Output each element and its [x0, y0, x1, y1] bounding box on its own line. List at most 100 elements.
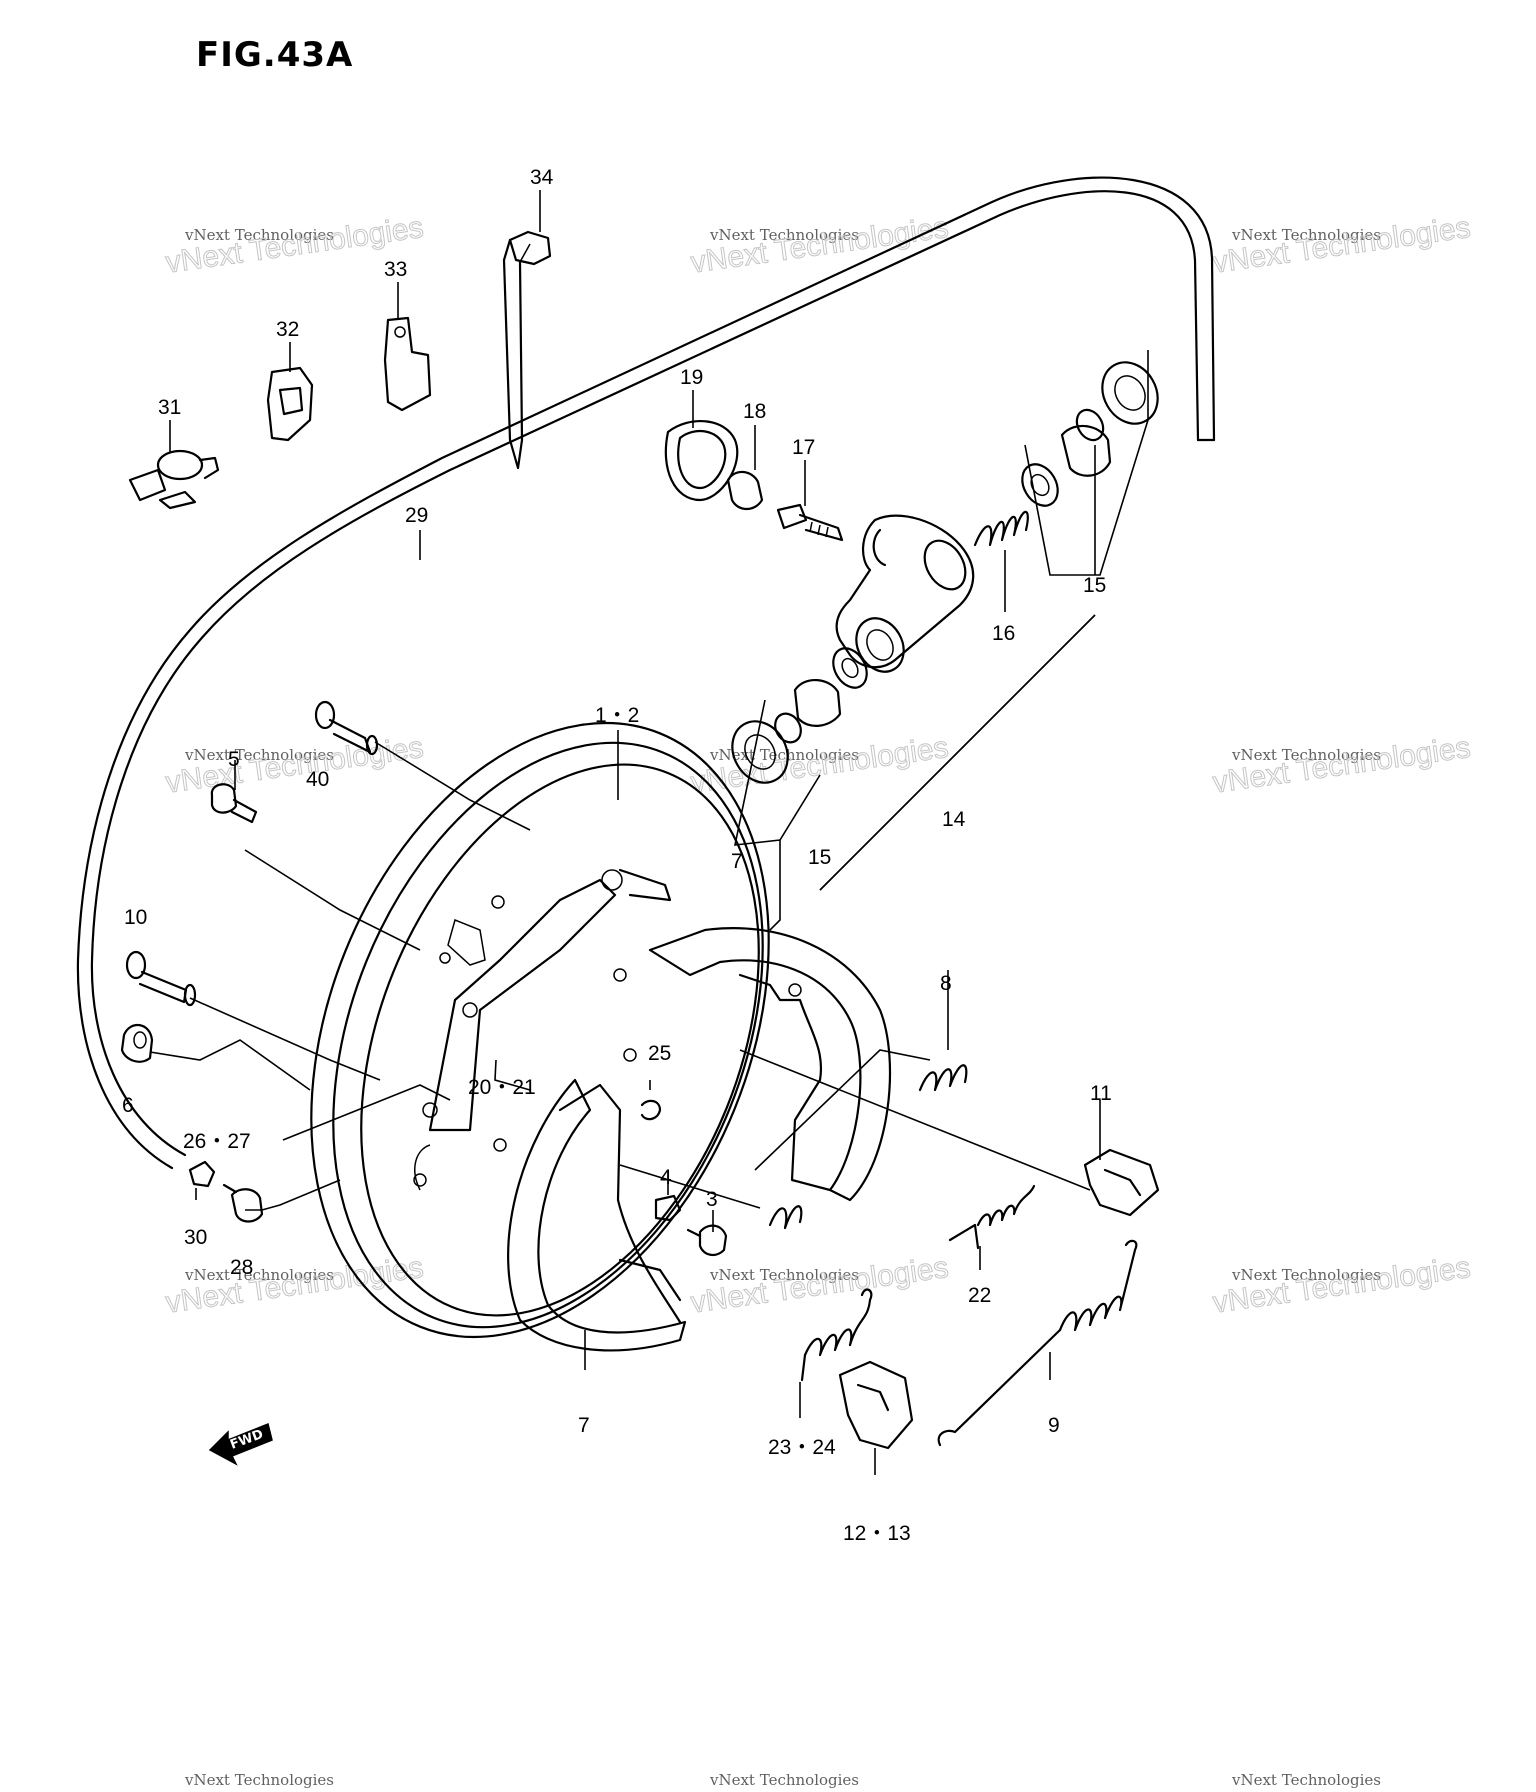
- grommet-6: [120, 1024, 154, 1063]
- brake-shoe-7-upper: [648, 927, 892, 1202]
- strut-20-21: [428, 868, 672, 1132]
- callouts: 34 33 32 31 19 18 17 29 16 15 1・2 5 40 1…: [122, 166, 1112, 1545]
- watermark-line2: vNext Technologies: [1211, 1251, 1473, 1320]
- spring-22: [948, 1184, 1036, 1250]
- watermark: vNext Technologies vNext Technologies: [1210, 210, 1473, 280]
- callout-15-upper: 15: [1083, 574, 1106, 597]
- bolt-5: [210, 783, 258, 824]
- spring-8: [768, 1064, 968, 1230]
- clip-32: [266, 366, 314, 442]
- watermark-line1: vNext Technologies: [709, 1266, 859, 1284]
- callout-19: 19: [680, 366, 703, 389]
- callout-32: 32: [276, 318, 299, 341]
- figure-title: FIG.43A: [196, 35, 353, 75]
- watermark-line1: vNext Technologies: [1231, 226, 1381, 244]
- callout-26-27: 26・27: [183, 1130, 251, 1153]
- bleeder-screw-17: [776, 503, 844, 542]
- callout-1-2: 1・2: [595, 704, 639, 727]
- callout-6: 6: [122, 1094, 134, 1117]
- boot-lower: [731, 720, 789, 784]
- watermark-line2: vNext Technologies: [1211, 211, 1473, 280]
- callout-31: 31: [158, 396, 181, 419]
- watermark-line1: vNext Technologies: [709, 226, 859, 244]
- watermark-line1: vNext Technologies: [1231, 1266, 1381, 1284]
- fwd-arrow: FWD: [208, 1422, 273, 1466]
- bolt-10: [125, 950, 197, 1007]
- bolt-40: [314, 700, 379, 756]
- watermark: vNext Technologies: [184, 1771, 334, 1789]
- callout-7-upper: 7: [731, 850, 743, 873]
- spring-9: [937, 1239, 1138, 1447]
- watermark-line2: vNext Technologies: [689, 1251, 951, 1320]
- brake-shoe-7-lower: [507, 1078, 687, 1352]
- screw-3: [686, 1224, 728, 1256]
- watermark: vNext Technologies vNext Technologies: [1210, 1250, 1473, 1320]
- watermark-line2: vNext Technologies: [1211, 731, 1473, 800]
- clip-30: [188, 1160, 216, 1188]
- callout-16: 16: [992, 622, 1015, 645]
- gasket-19: [664, 420, 739, 502]
- callout-7-lower: 7: [578, 1414, 590, 1437]
- piston-lower: [774, 679, 842, 744]
- callout-11: 11: [1090, 1082, 1112, 1105]
- watermark: vNext Technologies: [1231, 1771, 1381, 1789]
- watermark: vNext Technologies: [709, 1771, 859, 1789]
- callout-28: 28: [230, 1256, 253, 1279]
- watermark-line1: vNext Technologies: [184, 1771, 334, 1789]
- bleeder-cap-18: [726, 470, 764, 511]
- watermarks: vNext Technologies vNext Technologies vN…: [163, 210, 1473, 1789]
- cup-15-lower: [832, 647, 868, 689]
- callout-10: 10: [124, 906, 147, 929]
- spring-16: [973, 510, 1029, 547]
- retainer-12-13: [838, 1360, 914, 1450]
- watermark-line1: vNext Technologies: [184, 1266, 334, 1284]
- watermark: vNext Technologies vNext Technologies: [688, 1250, 951, 1320]
- wheel-cylinder-body: [835, 514, 975, 673]
- watermark-line1: vNext Technologies: [184, 746, 334, 764]
- callout-22: 22: [968, 1284, 991, 1307]
- callout-20-21: 20・21: [468, 1076, 536, 1099]
- cup-15-upper: [1021, 463, 1059, 507]
- callout-15-lower: 15: [808, 846, 831, 869]
- watermark-line1: vNext Technologies: [1231, 746, 1381, 764]
- callout-5: 5: [228, 748, 240, 771]
- callout-9: 9: [1048, 1414, 1060, 1437]
- watermark-line1: vNext Technologies: [709, 1771, 859, 1789]
- watermark-line2: vNext Technologies: [689, 211, 951, 280]
- callout-8: 8: [940, 972, 952, 995]
- spring-23-24: [800, 1288, 873, 1382]
- callout-40: 40: [306, 768, 329, 791]
- callout-4: 4: [660, 1166, 672, 1189]
- callout-14: 14: [942, 808, 966, 831]
- nut-4: [654, 1194, 682, 1222]
- watermark-line1: vNext Technologies: [1231, 1771, 1381, 1789]
- clip-25: [640, 1099, 662, 1121]
- callout-34: 34: [530, 166, 554, 189]
- brake-pipe-29-outer: [76, 176, 1216, 1170]
- callout-18: 18: [743, 400, 766, 423]
- boot-upper: [1101, 361, 1159, 425]
- clamp-34: [502, 230, 552, 470]
- watermark: vNext Technologies vNext Technologies: [688, 210, 951, 280]
- clamp-33: [383, 316, 432, 412]
- fitting-28: [222, 1183, 264, 1223]
- watermark: vNext Technologies vNext Technologies: [1210, 730, 1473, 800]
- callout-12-13: 12・13: [843, 1522, 911, 1545]
- callout-3: 3: [706, 1188, 718, 1211]
- callout-25: 25: [648, 1042, 671, 1065]
- piston-upper: [1060, 408, 1112, 477]
- callout-17: 17: [792, 436, 815, 459]
- brake-pipe-29: [90, 190, 1200, 1157]
- callout-23-24: 23・24: [768, 1436, 836, 1459]
- watermark: vNext Technologies vNext Technologies: [163, 730, 426, 800]
- clip-31: [128, 449, 220, 510]
- retainer-11: [1083, 1148, 1160, 1217]
- watermark-line1: vNext Technologies: [709, 746, 859, 764]
- watermark-line2: vNext Technologies: [164, 731, 426, 800]
- leader-lines: [149, 190, 1149, 1475]
- callout-30: 30: [184, 1226, 207, 1249]
- callout-29: 29: [405, 504, 428, 527]
- callout-33: 33: [384, 258, 407, 281]
- watermark-line1: vNext Technologies: [184, 226, 334, 244]
